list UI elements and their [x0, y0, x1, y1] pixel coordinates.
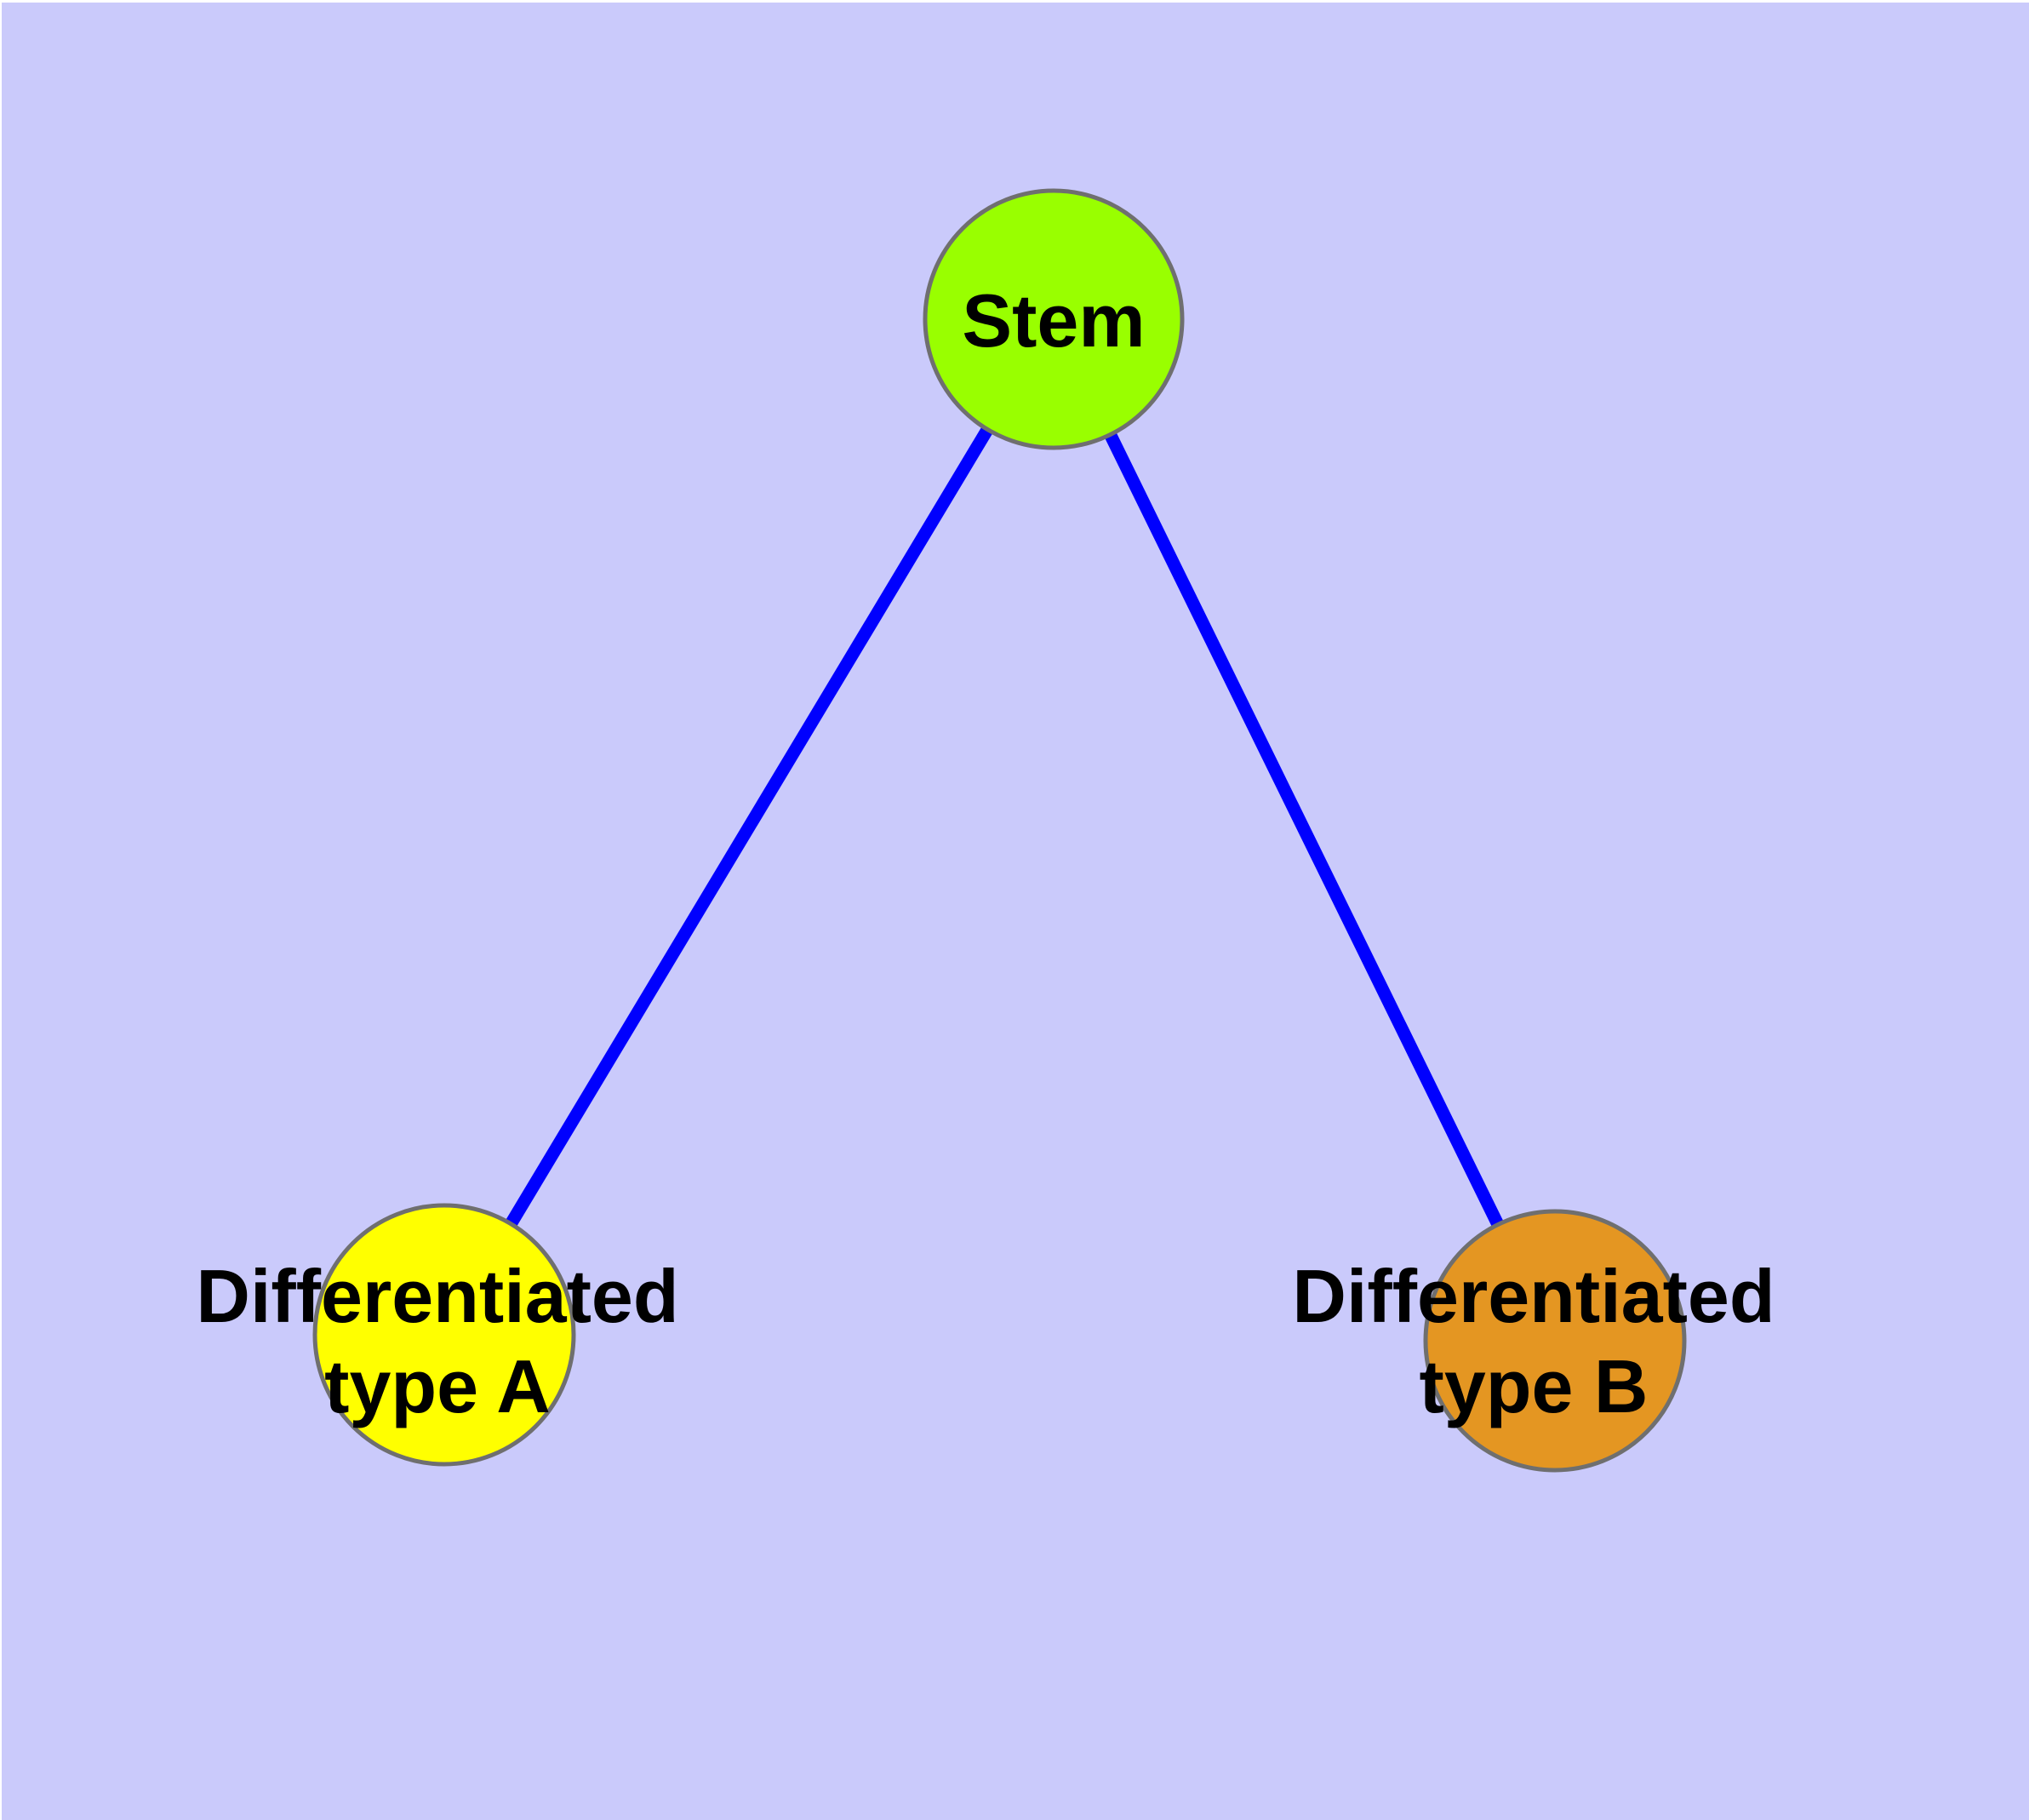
- edge-stem-to-type-b: [1048, 316, 1561, 1344]
- node-stem-label: Stem: [962, 278, 1146, 363]
- node-type-a-label-line1: Differentiated: [196, 1254, 679, 1338]
- node-type-b-circle: [1423, 1209, 1687, 1473]
- node-type-b-label: Differentiated type B: [1292, 1251, 1775, 1432]
- node-stem-circle: [923, 188, 1185, 450]
- node-type-b-label-line2: type B: [1419, 1344, 1649, 1428]
- node-type-a-label-line2: type A: [324, 1344, 551, 1428]
- node-type-a-label: Differentiated type A: [196, 1251, 678, 1432]
- edge-stem-to-type-a: [438, 316, 1060, 1338]
- node-type-b-label-line1: Differentiated: [1292, 1254, 1775, 1338]
- graph-svg: [312, 188, 1687, 1473]
- node-type-a-circle: [312, 1203, 576, 1467]
- diagram-canvas: Stem Differentiated type A Differentiate…: [2, 3, 2029, 1820]
